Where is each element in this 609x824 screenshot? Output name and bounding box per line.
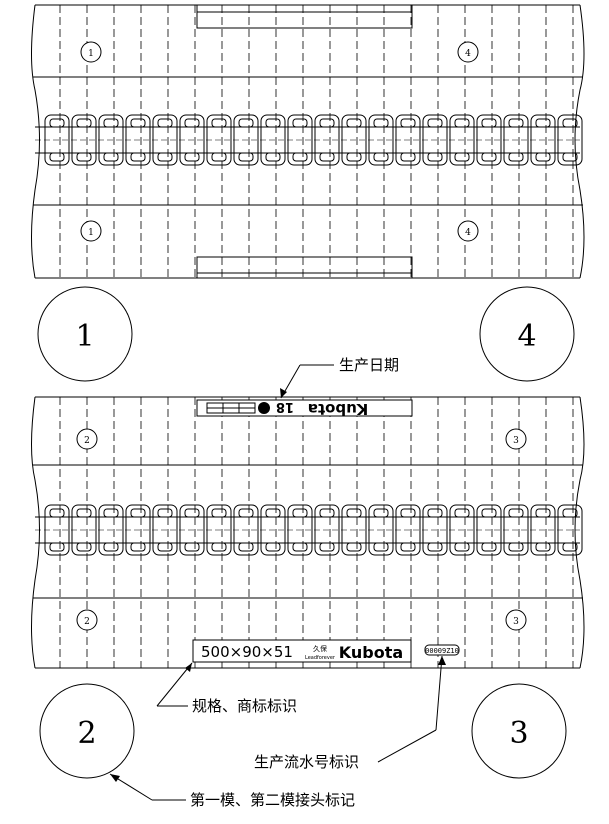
callout-mold-joint: 第一模、第二模接头标记	[109, 773, 355, 809]
chain-link	[44, 114, 70, 166]
top-marker-1-upper: 1	[80, 41, 102, 63]
chain-link	[557, 504, 583, 556]
chain-link	[287, 114, 313, 166]
serial-plate: 00009Z10	[424, 644, 460, 656]
chain-link	[179, 114, 205, 166]
chain-link	[314, 504, 340, 556]
callout-serial-number: 生产流水号标识	[254, 655, 446, 771]
svg-text:2: 2	[77, 716, 96, 751]
chain-link	[179, 504, 205, 556]
svg-text:2: 2	[84, 617, 90, 627]
big-circle-3: 3	[471, 683, 567, 779]
top-marker-1-lower: 1	[80, 220, 102, 242]
chain-link	[98, 114, 124, 166]
chain-link	[449, 114, 475, 166]
chain-link	[206, 504, 232, 556]
date-text: 18	[276, 399, 294, 414]
bottom-marker-2-lower: 2	[76, 609, 98, 631]
svg-text:3: 3	[513, 436, 519, 446]
date-plate: 18 Kubota	[196, 399, 413, 418]
chain-link	[476, 114, 502, 166]
chain-link	[530, 504, 556, 556]
big-circle-4: 4	[479, 286, 575, 382]
serial-text: 00009Z10	[425, 647, 459, 655]
spec-brand-sub: Leadforever	[305, 655, 336, 661]
svg-text:4: 4	[517, 319, 536, 354]
bottom-marker-3-lower: 3	[505, 609, 527, 631]
chain-link	[125, 504, 151, 556]
bottom-marker-3-upper: 3	[505, 428, 527, 450]
chain-link	[125, 114, 151, 166]
svg-text:3: 3	[509, 716, 528, 751]
chain-link	[422, 114, 448, 166]
svg-text:2: 2	[84, 436, 90, 446]
chain-link	[98, 504, 124, 556]
chain-link	[341, 504, 367, 556]
date-brand-logo: Kubota	[308, 400, 368, 418]
chain-link	[449, 504, 475, 556]
chain-link	[368, 114, 394, 166]
chain-link	[260, 114, 286, 166]
svg-text:1: 1	[75, 319, 94, 354]
callout-spec-trademark: 规格、商标标识	[156, 662, 297, 715]
top-marker-4-lower: 4	[457, 220, 479, 242]
top-marker-4-upper: 4	[457, 41, 479, 63]
svg-text:1: 1	[88, 228, 94, 238]
chain-link	[206, 114, 232, 166]
svg-text:4: 4	[465, 49, 471, 59]
chain-link	[71, 114, 97, 166]
chain-link	[476, 504, 502, 556]
chain-link	[503, 114, 529, 166]
top-chain-links	[35, 114, 583, 166]
chain-link	[341, 114, 367, 166]
chain-link	[530, 114, 556, 166]
svg-text:4: 4	[465, 228, 471, 238]
chain-link	[152, 504, 178, 556]
callout-production-date: 生产日期	[280, 356, 399, 399]
chain-link	[71, 504, 97, 556]
bottom-marker-2-upper: 2	[76, 428, 98, 450]
big-circle-1: 1	[37, 286, 133, 382]
big-circle-2: 2	[39, 683, 135, 779]
chain-link	[260, 504, 286, 556]
top-mold-section	[31, 4, 585, 279]
bottom-mold-section	[31, 396, 585, 669]
svg-text:第一模、第二模接头标记: 第一模、第二模接头标记	[190, 791, 355, 809]
spec-brand-cn: 久保	[313, 644, 327, 653]
chain-link	[152, 114, 178, 166]
chain-link	[233, 114, 259, 166]
svg-text:生产日期: 生产日期	[339, 356, 399, 374]
svg-text:规格、商标标识: 规格、商标标识	[192, 697, 297, 715]
chain-link	[233, 504, 259, 556]
chain-link	[44, 504, 70, 556]
svg-text:3: 3	[513, 617, 519, 627]
chain-link	[395, 114, 421, 166]
chain-link	[503, 504, 529, 556]
chain-link	[287, 504, 313, 556]
svg-text:1: 1	[88, 49, 94, 59]
chain-link	[557, 114, 583, 166]
chain-link	[368, 504, 394, 556]
bottom-chain-links	[35, 504, 583, 556]
chain-link	[395, 504, 421, 556]
svg-text:生产流水号标识: 生产流水号标识	[254, 753, 359, 771]
spec-text: 500×90×51	[201, 643, 293, 661]
spec-brand-logo: Kubota	[339, 643, 403, 662]
spec-plate: 500×90×51 久保 Leadforever Kubota	[192, 639, 412, 663]
chain-link	[314, 114, 340, 166]
chain-link	[422, 504, 448, 556]
